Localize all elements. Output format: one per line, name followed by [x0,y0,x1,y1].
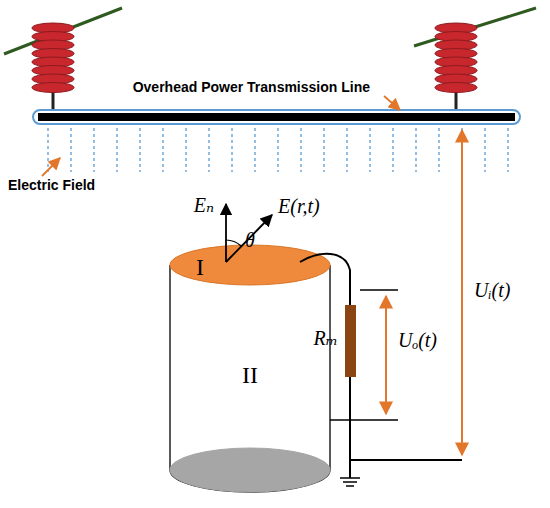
conductor [38,113,515,121]
field-vector [226,215,272,262]
part-numeral: II [242,362,258,388]
input-voltage-label: Uᵢ(t) [474,279,510,301]
field-lines [48,128,508,172]
line-label: Overhead Power Transmission Line [133,80,370,95]
leader-arrow [384,96,400,110]
normal-field-symbol: Eₙ [194,194,214,216]
sensor-body [170,265,330,492]
voltage-arrow [461,130,463,455]
ground-symbol [340,478,360,486]
part-numeral: I [196,254,204,280]
leader-arrow [42,158,60,176]
angle-symbol: θ [245,229,255,251]
ground-wire [350,459,462,461]
insulator-stack [32,23,74,93]
bottom-electrode [170,448,330,492]
field-label: Electric Field [8,178,95,193]
top-electrode [170,245,330,285]
conductor-outline [33,110,520,124]
shield-wire [4,8,122,54]
signal-wire [300,254,350,305]
shield-wire [414,8,536,46]
sensor-body: III [170,245,330,492]
resistor-label: Rₘ [314,327,338,349]
output-voltage-label: Uₒ(t) [398,329,437,351]
ground-wire [330,419,398,421]
field-symbol: E(r,t) [278,195,320,217]
voltage-arrow [385,296,387,414]
resistor-symbol [345,305,356,377]
insulator-stack [435,23,477,93]
top-electrode: I [170,245,330,285]
normal-field-vector [225,204,227,262]
